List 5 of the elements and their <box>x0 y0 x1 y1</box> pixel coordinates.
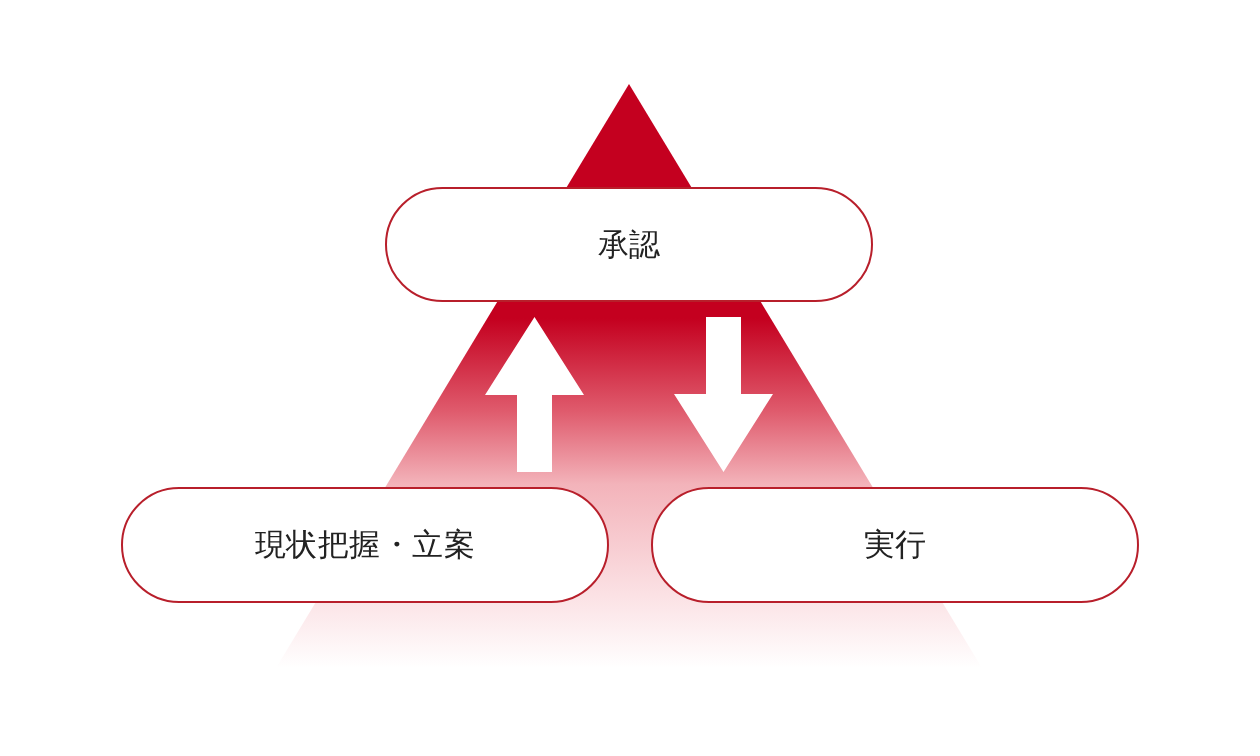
node-label: 実行 <box>863 526 927 564</box>
block-arrow <box>674 317 773 472</box>
block-arrow <box>485 317 584 472</box>
node-label: 承認 <box>597 225 661 264</box>
node-label: 現状把握・立案 <box>254 526 476 564</box>
